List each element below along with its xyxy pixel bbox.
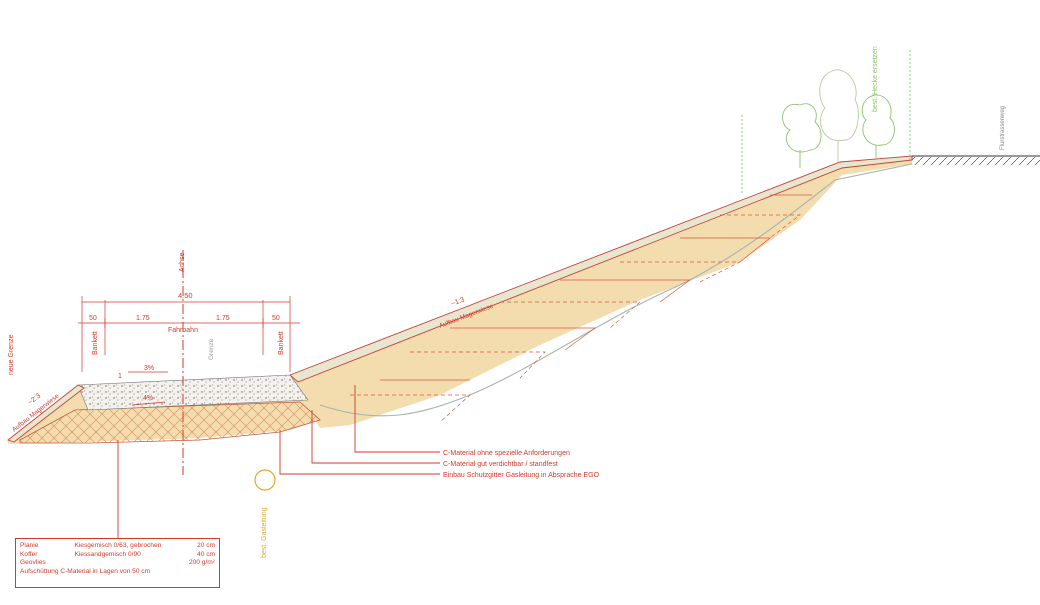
gas-pipe-icon [254,469,276,491]
callout-leaders [117,385,440,538]
legend-material: Kiessandgemisch 0/90 [74,550,141,558]
legend-name: Planie [20,542,39,549]
grenze-label: Grenze [208,338,215,360]
legend-footer-text: Aufschüttung C-Material in Lagen von 50 … [20,567,151,575]
hecke-label: best. Hecke ersetzen [872,46,879,112]
crossfall-3-label: 3% [144,365,154,372]
legend-value: 20 cm [197,542,215,549]
legend-material: Kiesgemisch 0/63, gebrochen [74,542,162,549]
bench-steps [350,194,812,423]
bankett-left-label: Bankett [92,331,99,355]
callout-3: Einbau Schutzgitter Gasleitung in Abspra… [443,472,600,479]
neue-grenze-label: neue Grenze [8,334,15,375]
slope-right-label: ~1:3 [450,296,466,308]
hedge-trees-icon [741,50,911,195]
legend-row-geovlies: Geovlies 200 g/m² [20,559,215,568]
num-1-label: 1 [118,373,122,380]
gravel-layer [77,374,309,411]
dim-50-right: 50 [272,315,280,322]
width-total-label: 4.50 [178,291,193,300]
bankett-right-label: Bankett [278,331,285,355]
dim-175-left: 1.75 [136,315,150,322]
legend-row-planie: Planie Kiesgemisch 0/63, gebrochen 20 cm [20,542,215,551]
embankment-fill [290,156,912,428]
flurweg-label: Flurstrassenweg [1000,106,1006,150]
existing-terrain-line [319,163,913,417]
dim-50-left: 50 [89,315,97,322]
legend-row-koffer: Koffer Kiessandgemisch 0/90 40 cm [20,551,215,560]
legend-name: Geovlies [20,559,46,567]
callout-1: C-Material ohne spezielle Anforderungen [443,450,570,457]
crossfall-4-label: 4% [143,395,153,402]
legend-material [74,559,185,568]
legend-footer: Aufschüttung C-Material in Lagen von 50 … [20,568,215,577]
axis-label: Achse [179,252,186,272]
fahrbahn-label: Fahrbahn [168,327,198,334]
existing-ground-right [912,155,1040,165]
dimension-lines [78,296,300,406]
gasleitung-label: best. Gasleitung [261,507,268,558]
legend-name: Koffer [20,550,38,558]
dim-175-right: 1.75 [216,315,230,322]
topsoil-band-left [7,384,85,443]
legend-value: 40 cm [197,550,215,558]
legend-value: 200 g/m² [188,559,215,567]
materials-legend: Planie Kiesgemisch 0/63, gebrochen 20 cm… [15,538,220,588]
callout-2: C-Material gut verdichtbar / standfest [443,461,558,468]
